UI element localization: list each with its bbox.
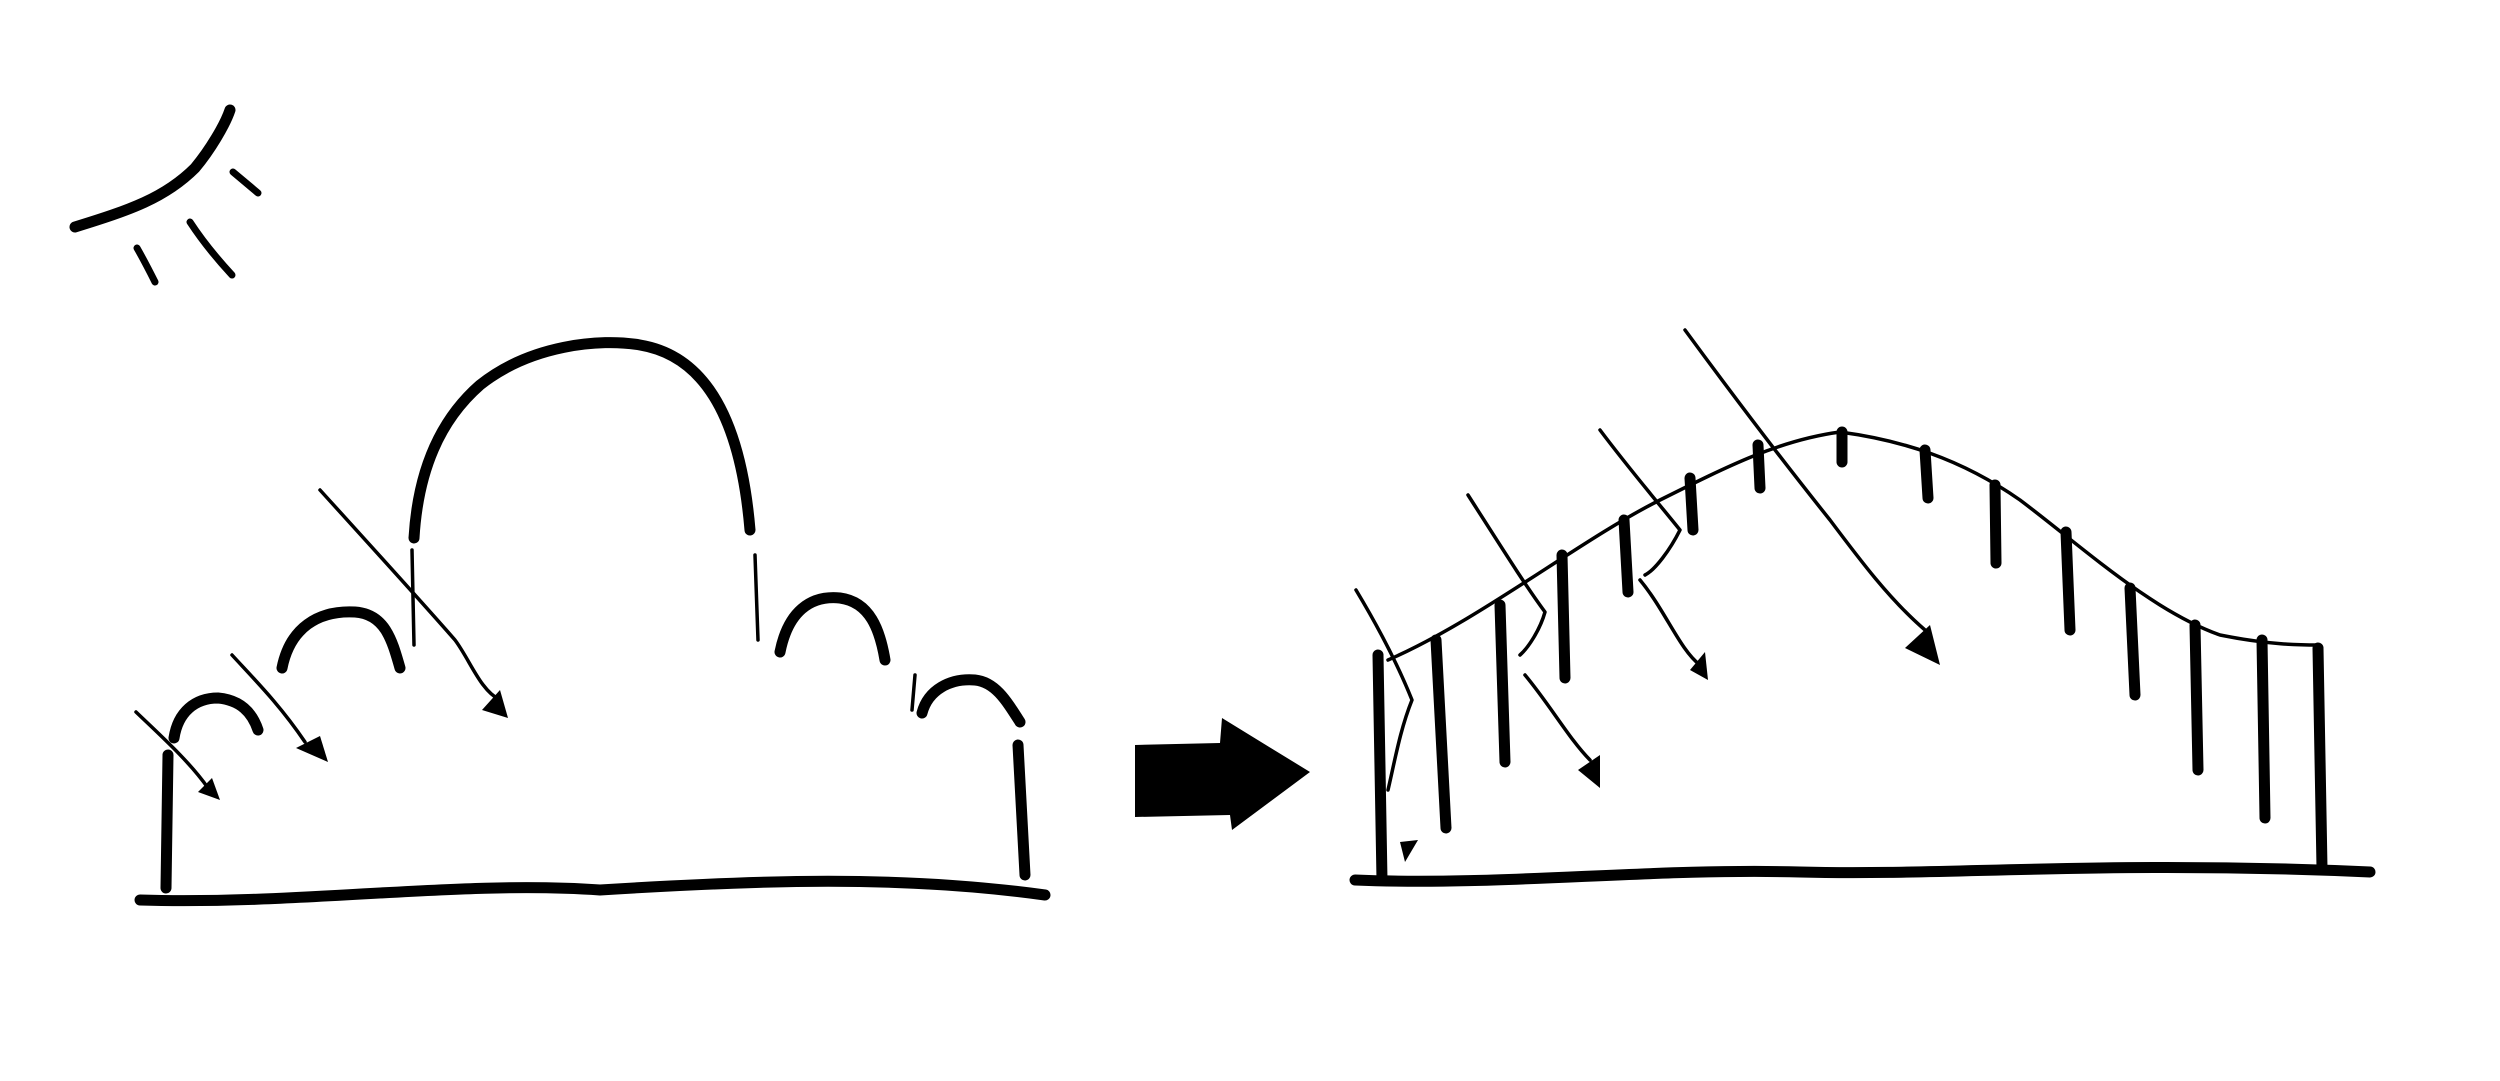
before-building-section [134,337,1051,907]
ground-line-before [134,875,1051,907]
right-wall-after [2312,642,2328,874]
left-wall-after [1372,649,1388,886]
small-dome-3 [774,592,891,666]
transform-arrow-icon [1135,718,1310,830]
small-dome-4 [916,674,1026,728]
ground-line-after [1349,861,2376,887]
central-dome [408,337,756,544]
sun-ray-after-2 [1466,493,1547,657]
sun-ray-after-4 [1683,328,1927,632]
left-wall-before [160,749,174,894]
sun-ray-before-2 [230,653,307,744]
sun-ray-after-1 [1354,588,1414,792]
right-wall-before [1012,739,1031,881]
sun-ray-after-3 [1598,428,1682,577]
small-dome-2 [276,606,406,674]
roof-profile [1386,430,2320,662]
small-dome-1 [168,692,264,744]
vertical-fins [1430,426,2271,834]
sun-ray-before-3 [318,488,502,702]
after-building-section [1349,328,2376,887]
sun-ray-before-1 [134,710,210,790]
sun-icon [69,104,262,286]
